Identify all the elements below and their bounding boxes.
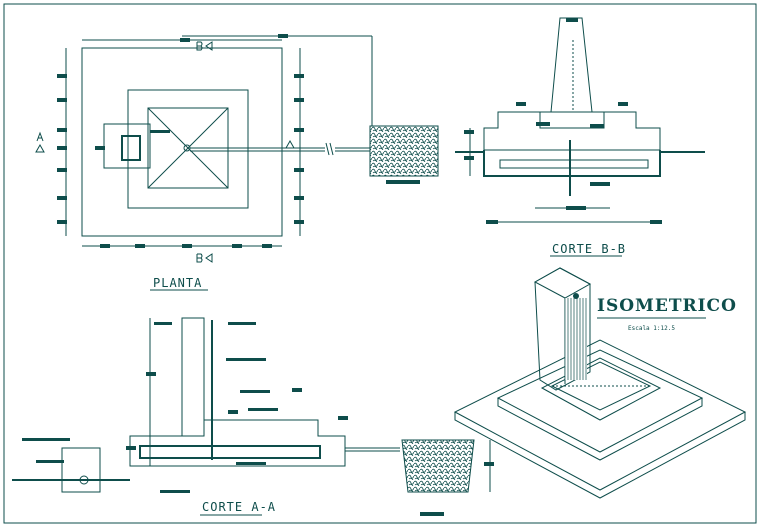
plan-title: PLANTA xyxy=(153,276,202,290)
sheet-border xyxy=(3,3,757,524)
section-bb-title: CORTE B-B xyxy=(552,242,626,256)
section-marker-b-bottom xyxy=(196,253,213,263)
section-marker-a-right xyxy=(285,139,295,149)
section-aa-title: CORTE A-A xyxy=(202,500,276,514)
section-bb-view xyxy=(455,17,705,224)
section-marker-a-left xyxy=(35,131,45,153)
isometric-view xyxy=(453,267,747,499)
isometric-scale: Escala 1:12.5 xyxy=(628,325,675,332)
isometric-title: ISOMETRICO xyxy=(597,296,737,316)
plan-view xyxy=(35,34,439,263)
section-aa-view xyxy=(12,317,494,516)
section-marker-b-top xyxy=(196,41,213,51)
